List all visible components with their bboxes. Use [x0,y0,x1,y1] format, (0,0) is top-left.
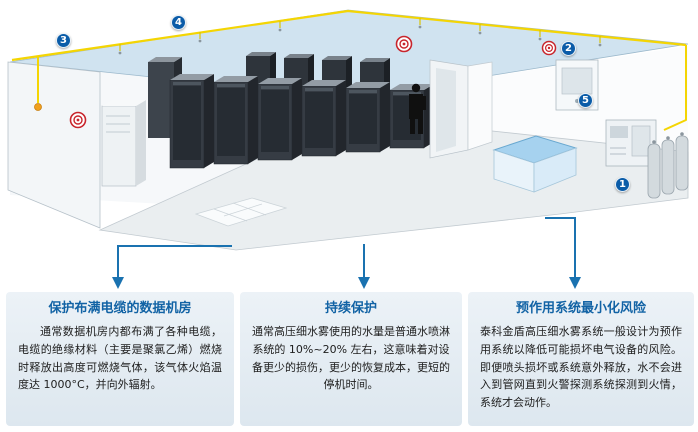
sprinkler-heads [118,25,602,55]
info-box-cables: 保护布满电缆的数据机房 通常数据机房内都布满了各种电缆，电缆的绝缘材料（主要是聚… [6,292,234,426]
info-box-body: 通常高压细水雾使用的水量是普通水喷淋系统的 10%~20% 左右，这意味着对设备… [252,324,450,392]
arrow-line-left [117,245,232,278]
callout-badge-5: 5 [578,93,593,108]
arrow-line-right [545,217,576,278]
manual-call-point-icon [34,103,42,111]
raised-floor-tiles [194,197,288,227]
info-box-title: 预作用系统最小化风险 [515,301,646,316]
connector-arrows [112,217,581,289]
water-tank [492,135,578,193]
info-box-continuous-protection: 持续保护 通常高压细水雾使用的水量是普通水喷淋系统的 10%~20% 左右，这意… [240,292,462,426]
person-figure [409,83,426,134]
fire-alarm-icon [541,40,557,56]
aux-cabinets [101,57,182,187]
callout-badge-1: 1 [615,177,630,192]
callout-badge-2: 2 [561,41,576,56]
fire-alarm-icon [395,35,413,53]
info-box-body: 泰科金盾高压细水雾系统一般设计为预作用系统以降低可能损坏电气设备的风险。即便喷头… [480,324,682,410]
control-panel [555,59,599,111]
down-arrow-icon [358,277,370,289]
sprinkler-pipes [11,9,687,131]
pump-unit [605,119,657,167]
down-arrow-icon [112,277,124,289]
fire-alarm-icon [69,111,87,129]
info-box-preaction-risk: 预作用系统最小化风险 泰科金盾高压细水雾系统一般设计为预作用系统以降低可能损坏电… [468,292,694,426]
info-box-title: 持续保护 [324,301,377,316]
left-wall [7,61,101,229]
info-box-body: 通常数据机房内都布满了各种电缆，电缆的绝缘材料（主要是聚氯乙烯）燃烧时释放出高度… [18,324,222,392]
down-arrow-icon [569,277,581,289]
datacenter-illustration [7,9,689,289]
info-box-title: 保护布满电缆的数据机房 [48,301,192,316]
callout-badge-3: 3 [56,33,71,48]
sprinkler-drops [119,18,601,51]
gas-cylinders [647,132,689,199]
white-cabinet [101,100,146,187]
doorway [429,59,493,159]
callout-badge-4: 4 [171,15,186,30]
fire-alarm-icons [34,35,557,129]
server-racks [169,74,434,169]
